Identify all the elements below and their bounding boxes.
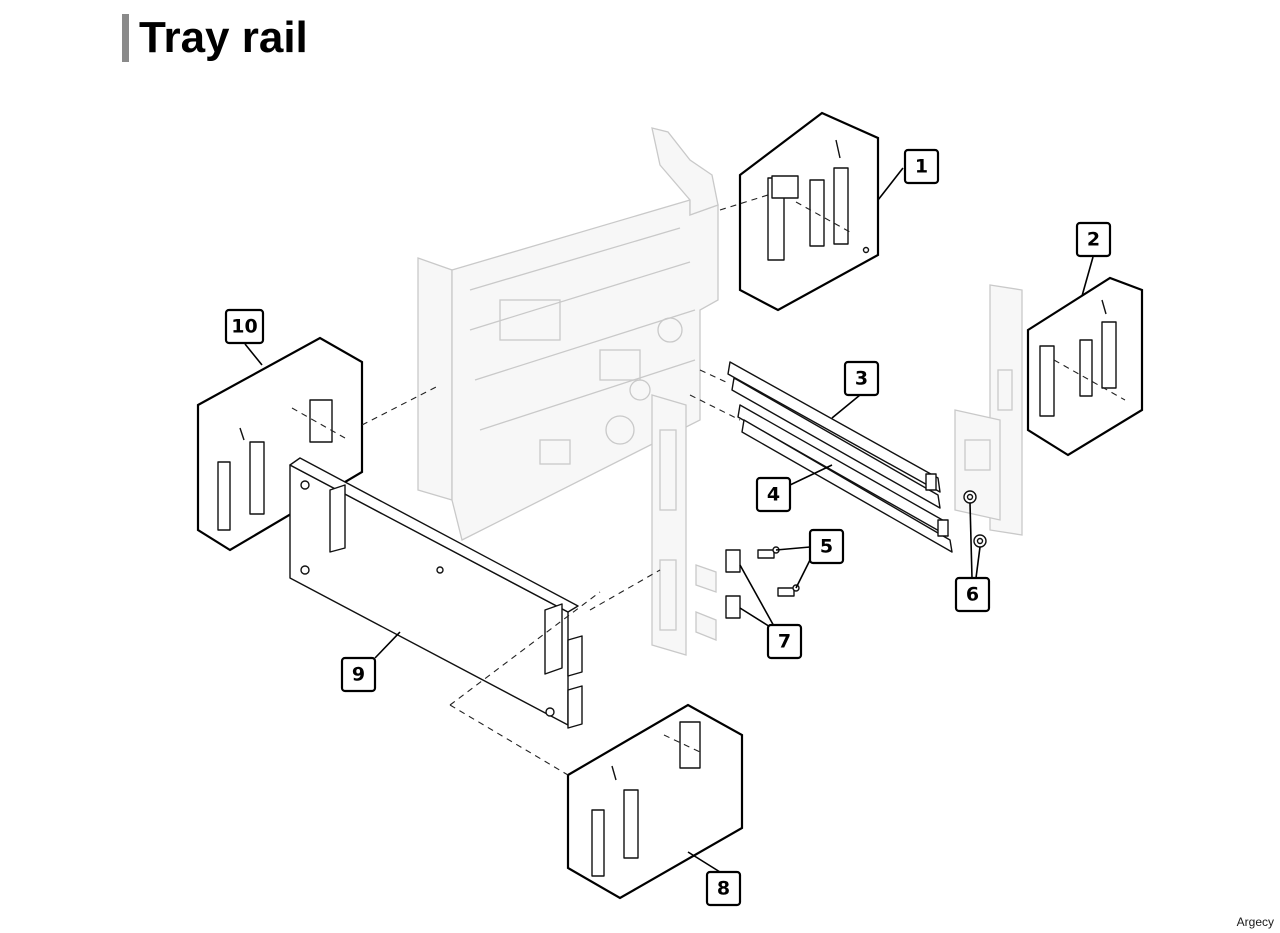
watermark-text: Argecy — [1236, 915, 1274, 929]
callout-10: 10 — [224, 308, 265, 345]
callout-2: 2 — [1075, 221, 1112, 258]
svg-text:7: 7 — [778, 631, 791, 653]
title-accent-bar — [122, 14, 129, 62]
callout-5: 5 — [808, 528, 845, 565]
page-title: Tray rail — [139, 13, 308, 62]
svg-text:2: 2 — [1087, 229, 1100, 251]
callout-3: 3 — [843, 360, 880, 397]
svg-text:10: 10 — [231, 316, 257, 338]
svg-text:8: 8 — [717, 878, 730, 900]
detail-frame-10 — [196, 336, 441, 552]
detail-frame-8 — [566, 703, 744, 900]
svg-text:6: 6 — [966, 584, 979, 606]
callout-4: 4 — [755, 476, 792, 513]
svg-text:1: 1 — [915, 156, 928, 178]
detail-frame-1 — [719, 111, 880, 312]
svg-text:5: 5 — [820, 536, 833, 558]
leader-lines — [244, 167, 1094, 873]
callout-6: 6 — [954, 576, 991, 613]
svg-text:9: 9 — [352, 664, 365, 686]
callout-8: 8 — [705, 870, 742, 907]
svg-text:4: 4 — [767, 484, 780, 506]
callout-7: 7 — [766, 623, 803, 660]
detail-frame-2 — [1026, 276, 1144, 457]
callout-9: 9 — [340, 656, 377, 693]
printer-frame-ghost — [417, 127, 1023, 656]
callout-1: 1 — [903, 148, 940, 185]
svg-text:3: 3 — [855, 368, 868, 390]
tray-panel — [289, 457, 661, 776]
tray-rails — [689, 361, 953, 553]
